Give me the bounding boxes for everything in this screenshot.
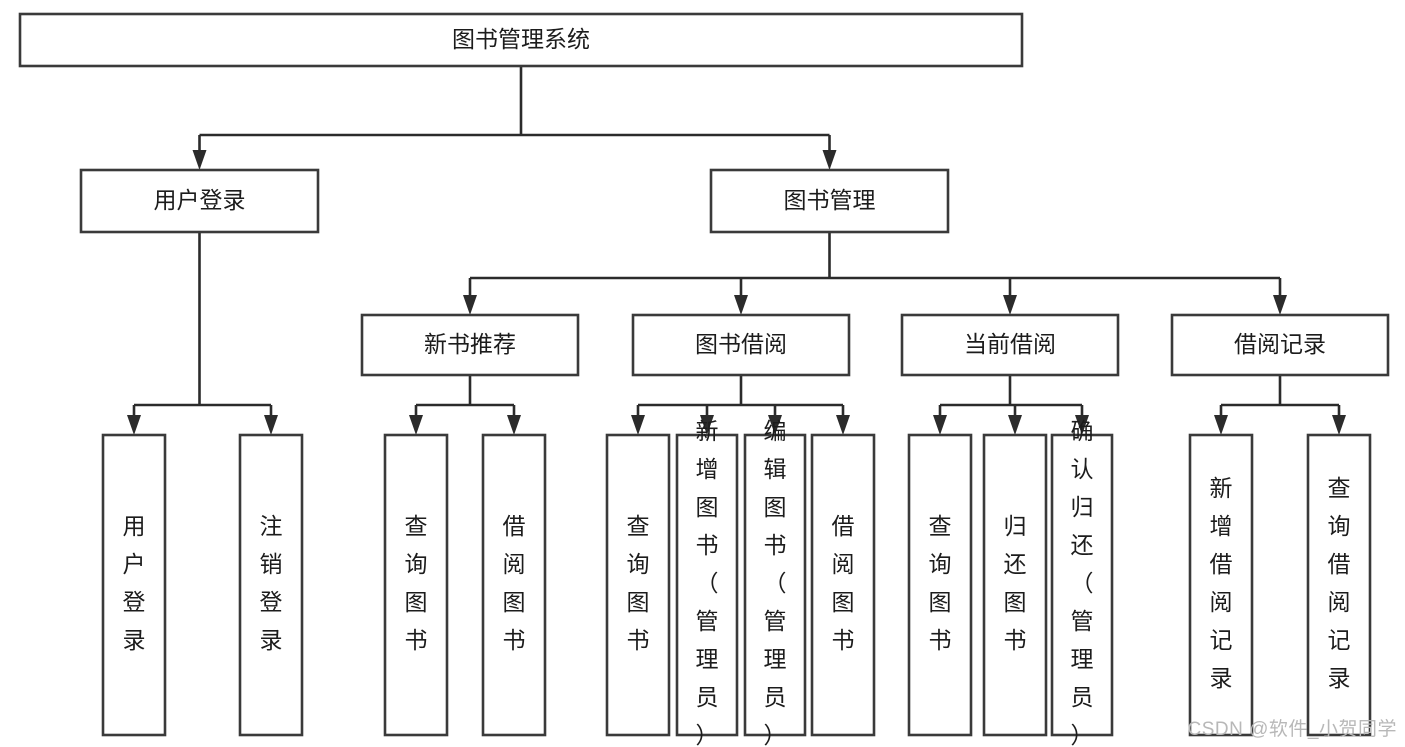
node-box[interactable]	[481, 433, 547, 737]
node-root[interactable]: 图书管理系统	[18, 12, 1024, 68]
arrow-head-icon	[1214, 415, 1228, 435]
node-box[interactable]	[810, 433, 876, 737]
connector-layer	[127, 66, 1346, 435]
node-newbook[interactable]: 新书推荐	[360, 313, 580, 377]
node-box[interactable]	[631, 313, 851, 377]
node-label: 查询借阅记录	[1328, 475, 1351, 691]
node-leaf-bw-add[interactable]: 新增图书（管理员）	[675, 418, 739, 747]
node-leaf-rec-add[interactable]: 新增借阅记录	[1188, 433, 1254, 737]
node-box[interactable]	[605, 433, 671, 737]
arrow-head-icon	[631, 415, 645, 435]
node-label: 注销登录	[260, 513, 283, 653]
node-label: 新书推荐	[424, 331, 516, 357]
node-box[interactable]	[709, 168, 950, 234]
arrow-head-icon	[463, 295, 477, 315]
arrow-head-icon	[768, 415, 782, 435]
node-label: 当前借阅	[964, 331, 1056, 357]
node-box[interactable]	[383, 433, 449, 737]
node-label: 图书管理系统	[452, 26, 590, 52]
node-label: 借阅图书	[832, 513, 855, 653]
node-label: 查询图书	[405, 513, 428, 653]
node-box[interactable]	[982, 433, 1048, 737]
node-leaf-user-logout[interactable]: 注销登录	[238, 433, 304, 737]
node-box[interactable]	[360, 313, 580, 377]
arrow-head-icon	[734, 295, 748, 315]
arrow-head-icon	[1075, 415, 1089, 435]
node-label: 归还图书	[1004, 513, 1027, 653]
node-box[interactable]	[1170, 313, 1390, 377]
connector-group	[127, 232, 278, 435]
node-box[interactable]	[743, 433, 807, 737]
node-label: 查询图书	[929, 513, 952, 653]
arrow-head-icon	[1332, 415, 1346, 435]
connector-group	[463, 232, 1287, 315]
node-label: 借阅记录	[1234, 331, 1326, 357]
node-leaf-user-login[interactable]: 用户登录	[101, 433, 167, 737]
node-label: 图书借阅	[695, 331, 787, 357]
arrow-head-icon	[507, 415, 521, 435]
node-box[interactable]	[675, 433, 739, 737]
node-borrow[interactable]: 图书借阅	[631, 313, 851, 377]
node-box[interactable]	[907, 433, 973, 737]
connector-group	[192, 66, 837, 170]
node-box[interactable]	[1188, 433, 1254, 737]
arrow-head-icon	[1003, 295, 1017, 315]
node-leaf-cur-confirm[interactable]: 确认归还（管理员）	[1050, 418, 1114, 747]
node-label: 借阅图书	[503, 513, 526, 653]
node-label: 用户登录	[154, 187, 246, 213]
node-current[interactable]: 当前借阅	[900, 313, 1120, 377]
node-label: 用户登录	[123, 513, 146, 653]
node-box[interactable]	[18, 12, 1024, 68]
arrow-head-icon	[1008, 415, 1022, 435]
node-login[interactable]: 用户登录	[79, 168, 320, 234]
node-box[interactable]	[79, 168, 320, 234]
arrow-head-icon	[1273, 295, 1287, 315]
arrow-head-icon	[409, 415, 423, 435]
node-label: 新增图书（管理员）	[696, 418, 719, 747]
node-label: 确认归还（管理员）	[1071, 418, 1094, 747]
node-label: 编辑图书（管理员）	[764, 418, 787, 747]
node-leaf-rec-query[interactable]: 查询借阅记录	[1306, 433, 1372, 737]
node-bookmgmt[interactable]: 图书管理	[709, 168, 950, 234]
node-box[interactable]	[238, 433, 304, 737]
node-leaf-bw-edit[interactable]: 编辑图书（管理员）	[743, 418, 807, 747]
arrow-head-icon	[264, 415, 278, 435]
connector-group	[409, 375, 521, 435]
connector-group	[1214, 375, 1346, 435]
node-box[interactable]	[101, 433, 167, 737]
node-leaf-bw-borrow[interactable]: 借阅图书	[810, 433, 876, 737]
node-records[interactable]: 借阅记录	[1170, 313, 1390, 377]
node-label: 新增借阅记录	[1210, 475, 1233, 691]
node-leaf-bw-query[interactable]: 查询图书	[605, 433, 671, 737]
watermark-text: CSDN @软件_小贺同学	[1187, 719, 1397, 740]
node-label: 查询图书	[627, 513, 650, 653]
arrow-head-icon	[192, 150, 207, 170]
arrow-head-icon	[700, 415, 714, 435]
node-leaf-nb-query[interactable]: 查询图书	[383, 433, 449, 737]
arrow-head-icon	[933, 415, 947, 435]
node-box[interactable]	[1306, 433, 1372, 737]
node-box[interactable]	[1050, 433, 1114, 737]
node-leaf-cur-query[interactable]: 查询图书	[907, 433, 973, 737]
arrow-head-icon	[822, 150, 837, 170]
node-leaf-cur-return[interactable]: 归还图书	[982, 433, 1048, 737]
node-label: 图书管理	[784, 187, 876, 213]
node-layer: 图书管理系统用户登录图书管理新书推荐图书借阅当前借阅借阅记录用户登录注销登录查询…	[18, 12, 1390, 747]
node-leaf-nb-borrow[interactable]: 借阅图书	[481, 433, 547, 737]
connector-group	[631, 375, 850, 435]
arrow-head-icon	[836, 415, 850, 435]
arrow-head-icon	[127, 415, 141, 435]
connector-group	[933, 375, 1089, 435]
node-box[interactable]	[900, 313, 1120, 377]
